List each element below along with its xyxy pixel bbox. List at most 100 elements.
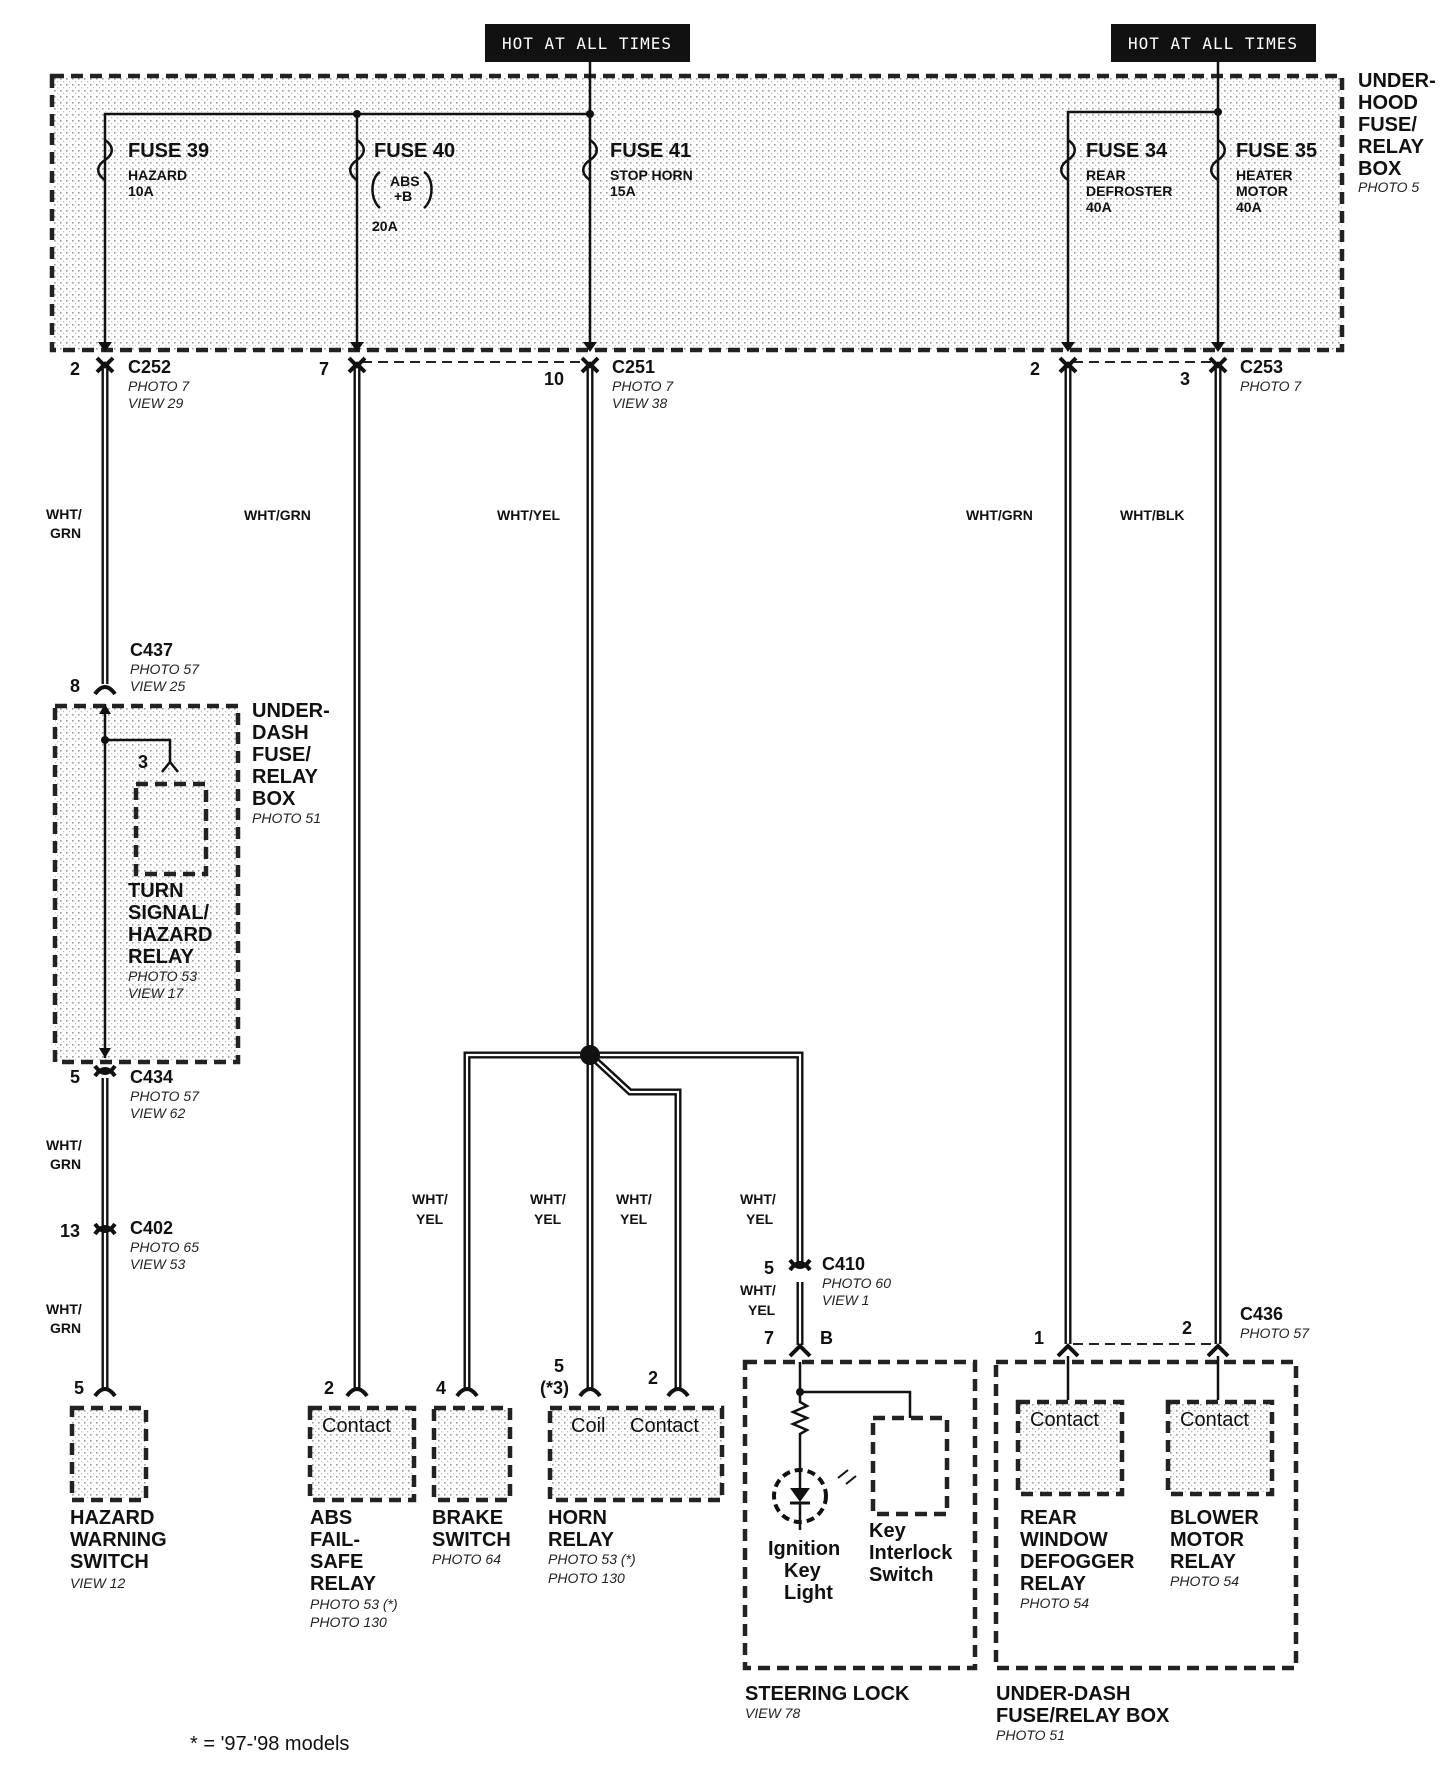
svg-text:VIEW 38: VIEW 38: [612, 395, 667, 411]
svg-text:VIEW 62: VIEW 62: [130, 1105, 185, 1121]
svg-text:PHOTO 130: PHOTO 130: [310, 1614, 387, 1630]
svg-text:WHT/GRN: WHT/GRN: [244, 507, 311, 523]
svg-text:UNDER-DASH: UNDER-DASH: [996, 1683, 1130, 1705]
svg-text:WHT/: WHT/: [616, 1191, 652, 1207]
svg-text:PHOTO 60: PHOTO 60: [822, 1275, 891, 1291]
svg-text:Coil: Coil: [571, 1415, 605, 1437]
svg-text:PHOTO 130: PHOTO 130: [548, 1570, 625, 1586]
svg-text:5: 5: [554, 1356, 564, 1376]
svg-text:WHT/BLK: WHT/BLK: [1120, 507, 1185, 523]
svg-text:3: 3: [1180, 369, 1190, 389]
svg-text:YEL: YEL: [746, 1211, 774, 1227]
svg-text:HAZARD: HAZARD: [128, 167, 187, 183]
svg-text:HORN: HORN: [548, 1507, 607, 1529]
abs-fail-safe-relay: 2 Contact ABS FAIL- SAFE RELAY PHOTO 53 …: [307, 1378, 417, 1630]
fuse-34: FUSE 34 REAR DEFROSTER 40A: [1086, 140, 1172, 215]
svg-text:SWITCH: SWITCH: [70, 1551, 149, 1573]
svg-text:PHOTO 5: PHOTO 5: [1358, 179, 1419, 195]
svg-text:FUSE/: FUSE/: [1358, 114, 1417, 136]
svg-text:15A: 15A: [610, 183, 636, 199]
hot-tag-left: HOT AT ALL TIMES: [485, 24, 690, 62]
svg-text:C402: C402: [130, 1218, 173, 1238]
svg-text:WHT/: WHT/: [740, 1282, 776, 1298]
svg-text:SIGNAL/: SIGNAL/: [128, 902, 210, 924]
svg-text:BOX: BOX: [1358, 158, 1402, 180]
svg-text:ABS: ABS: [390, 173, 420, 189]
svg-text:PHOTO 57: PHOTO 57: [130, 661, 200, 677]
svg-text:2: 2: [1030, 359, 1040, 379]
svg-text:WHT/: WHT/: [740, 1191, 776, 1207]
svg-text:WINDOW: WINDOW: [1020, 1529, 1108, 1551]
svg-text:WHT/GRN: WHT/GRN: [966, 507, 1033, 523]
svg-text:(*3): (*3): [540, 1378, 569, 1398]
underdash-left-box: [52, 703, 241, 1065]
svg-text:FUSE 40: FUSE 40: [374, 140, 455, 162]
svg-text:WHT/: WHT/: [46, 1137, 82, 1153]
svg-text:Contact: Contact: [630, 1415, 699, 1437]
svg-text:Contact: Contact: [1030, 1409, 1099, 1431]
svg-text:Light: Light: [784, 1582, 833, 1604]
svg-text:WHT/: WHT/: [412, 1191, 448, 1207]
svg-text:4: 4: [436, 1378, 446, 1398]
svg-text:HOT AT ALL TIMES: HOT AT ALL TIMES: [502, 34, 672, 53]
svg-text:MOTOR: MOTOR: [1236, 183, 1288, 199]
svg-text:REAR: REAR: [1086, 167, 1126, 183]
svg-text:2: 2: [70, 359, 80, 379]
svg-text:HOOD: HOOD: [1358, 92, 1418, 114]
svg-text:SWITCH: SWITCH: [432, 1529, 511, 1551]
svg-text:PHOTO 54: PHOTO 54: [1020, 1595, 1089, 1611]
svg-text:BOX: BOX: [252, 788, 296, 810]
svg-text:VIEW 25: VIEW 25: [130, 678, 185, 694]
svg-text:REAR: REAR: [1020, 1507, 1077, 1529]
svg-text:Contact: Contact: [322, 1415, 391, 1437]
svg-text:RELAY: RELAY: [1358, 136, 1425, 158]
svg-text:+B: +B: [394, 188, 412, 204]
svg-text:STOP HORN: STOP HORN: [610, 167, 693, 183]
svg-text:PHOTO 7: PHOTO 7: [612, 378, 674, 394]
svg-text:DEFROSTER: DEFROSTER: [1086, 183, 1172, 199]
svg-text:BLOWER: BLOWER: [1170, 1507, 1259, 1529]
svg-text:TURN: TURN: [128, 880, 184, 902]
svg-text:8: 8: [70, 676, 80, 696]
svg-text:SAFE: SAFE: [310, 1551, 363, 1573]
svg-text:RELAY: RELAY: [1170, 1551, 1237, 1573]
svg-text:C437: C437: [130, 640, 173, 660]
fuse-arrows: [98, 342, 1225, 352]
svg-text:C253: C253: [1240, 357, 1283, 377]
fuse-35: FUSE 35 HEATER MOTOR 40A: [1236, 140, 1317, 215]
connector-c436: 1 2 C436 PHOTO 57: [1034, 1304, 1310, 1348]
svg-text:STEERING LOCK: STEERING LOCK: [745, 1683, 910, 1705]
svg-text:WHT/: WHT/: [530, 1191, 566, 1207]
svg-text:PHOTO 53 (*): PHOTO 53 (*): [310, 1596, 398, 1612]
wire-labels: WHT/ GRN WHT/ GRN WHT/ GRN WHT/GRN WHT/Y…: [46, 506, 1185, 1336]
fuse-symbols: [97, 138, 1226, 209]
svg-text:VIEW 78: VIEW 78: [745, 1705, 800, 1721]
svg-text:PHOTO 7: PHOTO 7: [1240, 378, 1302, 394]
svg-text:PHOTO 51: PHOTO 51: [996, 1727, 1065, 1743]
svg-text:DEFOGGER: DEFOGGER: [1020, 1551, 1135, 1573]
svg-text:Key: Key: [784, 1560, 822, 1582]
svg-text:C436: C436: [1240, 1304, 1283, 1324]
svg-text:VIEW 17: VIEW 17: [128, 985, 184, 1001]
svg-text:C410: C410: [822, 1254, 865, 1274]
connector-c402: 13 C402 PHOTO 65 VIEW 53: [60, 1218, 199, 1272]
fuse-39: FUSE 39 HAZARD 10A: [128, 140, 209, 199]
underdash-left-title: UNDER- DASH FUSE/ RELAY BOX PHOTO 51: [252, 700, 330, 826]
svg-text:RELAY: RELAY: [1020, 1573, 1087, 1595]
svg-text:FAIL-: FAIL-: [310, 1529, 360, 1551]
svg-text:YEL: YEL: [748, 1302, 776, 1318]
connector-symbols: [93, 356, 1230, 1398]
footnote: * = '97-'98 models: [190, 1733, 349, 1755]
svg-text:10A: 10A: [128, 183, 154, 199]
svg-text:UNDER-: UNDER-: [1358, 70, 1436, 92]
svg-text:VIEW 12: VIEW 12: [70, 1575, 125, 1591]
svg-text:C251: C251: [612, 357, 655, 377]
svg-text:PHOTO 57: PHOTO 57: [1240, 1325, 1310, 1341]
svg-text:C252: C252: [128, 357, 171, 377]
svg-text:GRN: GRN: [50, 1320, 81, 1336]
svg-text:WHT/YEL: WHT/YEL: [497, 507, 560, 523]
svg-text:FUSE/RELAY BOX: FUSE/RELAY BOX: [996, 1705, 1170, 1727]
svg-text:YEL: YEL: [620, 1211, 648, 1227]
svg-text:3: 3: [138, 752, 148, 772]
svg-text:Key: Key: [869, 1520, 907, 1542]
